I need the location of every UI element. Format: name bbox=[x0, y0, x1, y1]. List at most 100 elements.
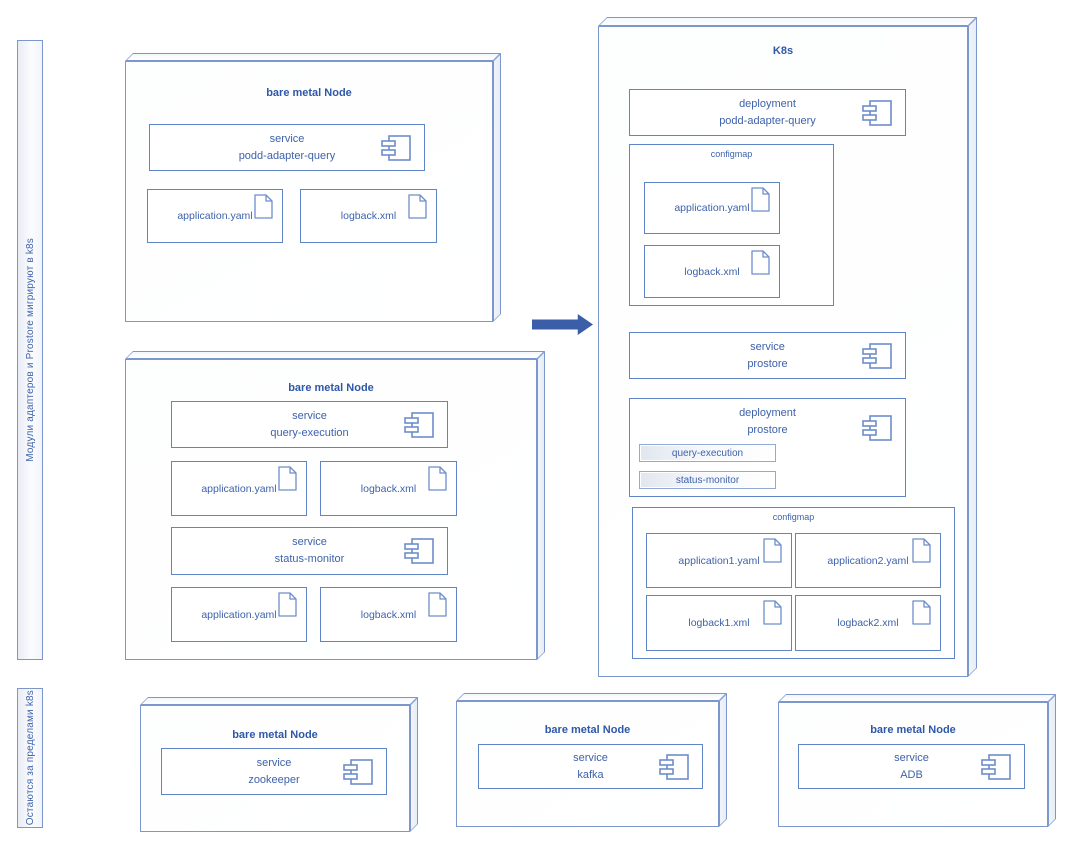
artifact-application1-yaml: application1.yaml bbox=[646, 533, 792, 588]
pod-status-monitor: status-monitor bbox=[639, 471, 776, 489]
configmap-adapter-group: configmap application.yaml logback.xml bbox=[629, 144, 834, 306]
artifact-label: application.yaml bbox=[674, 202, 750, 214]
artifact-logback-xml: logback.xml bbox=[320, 461, 457, 516]
node-bare-metal-adb: bare metal Node service ADB bbox=[778, 694, 1056, 827]
node-title: K8s bbox=[772, 45, 794, 57]
component-service-kafka: service kafka bbox=[478, 744, 703, 789]
component-kind: deployment bbox=[739, 97, 796, 110]
node-bare-metal-adapter: bare metal Node service podd-adapter-que… bbox=[125, 53, 501, 322]
band-outside-k8s: Остаются за пределами k8s bbox=[17, 688, 43, 828]
artifact-logback1-xml: logback1.xml bbox=[646, 595, 792, 651]
component-name: query-execution bbox=[270, 426, 349, 439]
node-right-face bbox=[493, 53, 501, 322]
component-name: prostore bbox=[747, 357, 788, 370]
band-outside-label: Остаются за пределами k8s bbox=[24, 690, 36, 826]
component-name: ADB bbox=[900, 768, 923, 781]
artifact-label: logback.xml bbox=[360, 608, 417, 621]
component-kind: service bbox=[269, 132, 305, 145]
node-k8s: K8s deployment podd-adapter-query config… bbox=[598, 17, 977, 677]
component-service-podd-adapter-query: service podd-adapter-query bbox=[149, 124, 425, 171]
artifact-label: logback2.xml bbox=[837, 617, 899, 629]
artifact-application-yaml: application.yaml bbox=[171, 461, 307, 516]
document-icon bbox=[278, 592, 297, 617]
node-title: bare metal Node bbox=[288, 382, 374, 394]
document-icon bbox=[428, 466, 447, 491]
document-icon bbox=[763, 600, 782, 625]
node-right-face bbox=[410, 697, 418, 832]
document-icon bbox=[912, 538, 931, 563]
component-service-status-monitor: service status-monitor bbox=[171, 527, 448, 575]
component-icon bbox=[381, 134, 411, 161]
artifact-label: application.yaml bbox=[201, 482, 277, 495]
component-kind: service bbox=[750, 340, 785, 353]
component-name: kafka bbox=[577, 768, 604, 781]
component-icon bbox=[862, 342, 892, 369]
artifact-label: application.yaml bbox=[177, 210, 253, 222]
node-title: bare metal Node bbox=[266, 87, 352, 99]
node-top-face bbox=[778, 694, 1056, 702]
component-icon bbox=[981, 753, 1011, 780]
component-service-zookeeper: service zookeeper bbox=[161, 748, 387, 795]
component-icon bbox=[404, 538, 434, 564]
artifact-label: application1.yaml bbox=[678, 554, 760, 567]
component-icon bbox=[404, 411, 434, 438]
document-icon bbox=[763, 538, 782, 563]
component-service-adb: service ADB bbox=[798, 744, 1025, 789]
component-kind: service bbox=[894, 751, 929, 764]
configmap-title: configmap bbox=[772, 512, 815, 522]
node-top-face bbox=[456, 693, 727, 701]
document-icon bbox=[428, 592, 447, 617]
component-service-query-execution: service query-execution bbox=[171, 401, 448, 448]
component-kind: service bbox=[256, 756, 292, 769]
component-name: prostore bbox=[747, 424, 788, 436]
artifact-label: application2.yaml bbox=[827, 554, 909, 567]
pod-query-execution: query-execution bbox=[639, 444, 776, 462]
component-service-prostore: service prostore bbox=[629, 332, 906, 379]
component-deployment-podd-adapter-query: deployment podd-adapter-query bbox=[629, 89, 906, 136]
artifact-label: application.yaml bbox=[201, 608, 277, 621]
document-icon bbox=[278, 466, 297, 491]
node-bare-metal-prostore: bare metal Node service query-execution … bbox=[125, 351, 545, 660]
node-top-face bbox=[125, 53, 501, 61]
artifact-logback-xml: logback.xml bbox=[320, 587, 457, 642]
node-right-face bbox=[968, 17, 977, 677]
artifact-application2-yaml: application2.yaml bbox=[795, 533, 941, 588]
component-icon bbox=[659, 753, 689, 780]
node-top-face bbox=[140, 697, 418, 705]
node-title: bare metal Node bbox=[870, 724, 956, 736]
artifact-application-yaml: application.yaml bbox=[644, 182, 780, 234]
migration-arrow-icon bbox=[532, 314, 593, 335]
component-name: podd-adapter-query bbox=[238, 149, 336, 162]
document-icon bbox=[912, 600, 931, 625]
node-title: bare metal Node bbox=[232, 729, 318, 741]
artifact-logback-xml: logback.xml bbox=[300, 189, 437, 243]
component-kind: service bbox=[292, 536, 327, 548]
artifact-logback-xml: logback.xml bbox=[644, 245, 780, 298]
document-icon bbox=[751, 250, 770, 275]
component-icon bbox=[862, 99, 892, 126]
component-name: zookeeper bbox=[248, 773, 300, 786]
document-icon bbox=[408, 194, 427, 219]
configmap-title: configmap bbox=[710, 149, 753, 159]
node-right-face bbox=[719, 693, 727, 827]
artifact-label: logback.xml bbox=[340, 210, 397, 222]
node-right-face bbox=[1048, 694, 1056, 827]
artifact-application-yaml: application.yaml bbox=[147, 189, 283, 243]
node-top-face bbox=[598, 17, 977, 26]
document-icon bbox=[751, 187, 770, 212]
component-name: podd-adapter-query bbox=[719, 114, 816, 127]
node-top-face bbox=[125, 351, 545, 359]
artifact-label: logback.xml bbox=[360, 482, 417, 495]
node-title: bare metal Node bbox=[544, 724, 631, 736]
component-kind: deployment bbox=[739, 407, 796, 419]
component-kind: service bbox=[292, 409, 327, 422]
document-icon bbox=[254, 194, 273, 219]
component-icon bbox=[343, 758, 373, 785]
component-kind: service bbox=[573, 751, 608, 764]
node-bare-metal-zookeeper: bare metal Node service zookeeper bbox=[140, 697, 418, 832]
component-deployment-prostore: deployment prostore query-execution stat… bbox=[629, 398, 906, 497]
node-bare-metal-kafka: bare metal Node service kafka bbox=[456, 693, 727, 827]
band-migrate-to-k8s: Модули адаптеров и Prostore мигрируют в … bbox=[17, 40, 43, 660]
configmap-prostore-group: configmap application1.yaml application2… bbox=[632, 507, 955, 659]
